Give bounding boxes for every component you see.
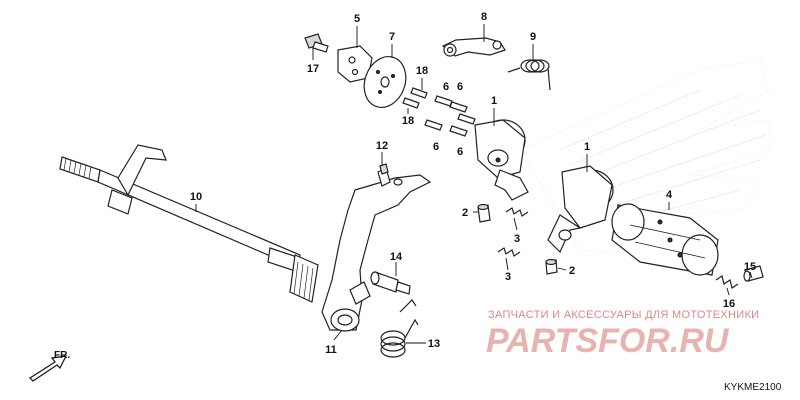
watermark-logo-text: PARTSFOR (486, 322, 670, 360)
callout-16: 16 (723, 298, 735, 310)
shift-drum (611, 203, 719, 276)
front-direction-label: FR. (54, 350, 70, 361)
callout-13: 13 (428, 338, 440, 350)
callout-8: 8 (481, 11, 487, 23)
watermark-logo: PARTSFOR.RU (486, 322, 730, 360)
callout-6c: 6 (433, 141, 439, 153)
callout-2b: 2 (569, 265, 575, 277)
guide-pin-upper (477, 203, 491, 223)
shift-fork-upper (474, 119, 529, 201)
callout-3b: 3 (505, 271, 511, 283)
watermark-logo-suffix: .RU (670, 322, 730, 360)
callout-1a: 1 (491, 95, 497, 107)
callout-18b: 18 (402, 115, 414, 127)
callout-17: 17 (307, 63, 319, 75)
return-spring (380, 299, 419, 358)
watermark: ЗАПЧАСТИ И АКСЕССУАРЫ ДЛЯ МОТОТЕХНИКИ PA… (486, 309, 759, 360)
callout-10: 10 (190, 191, 202, 203)
stopper-pin (377, 163, 391, 187)
callout-12: 12 (376, 140, 388, 152)
spring-16 (715, 275, 739, 289)
pins-6 (424, 95, 476, 137)
drum-plate (363, 56, 407, 108)
spring-3-upper (505, 207, 529, 217)
callout-15: 15 (744, 261, 756, 273)
pin-15 (743, 265, 764, 282)
callout-6a: 6 (443, 81, 449, 93)
bolt-17 (304, 33, 329, 53)
callout-14: 14 (390, 251, 403, 263)
shift-spindle (59, 144, 319, 303)
callout-2a: 2 (462, 207, 468, 219)
watermark-tagline: ЗАПЧАСТИ И АКСЕССУАРЫ ДЛЯ МОТОТЕХНИКИ (488, 309, 759, 321)
spring-3-lower (497, 247, 521, 257)
callout-4: 4 (666, 189, 673, 201)
stopper-arm (441, 37, 506, 57)
guide-pin-lower (545, 258, 558, 275)
callout-11: 11 (325, 344, 337, 356)
callout-5: 5 (354, 13, 360, 25)
leader-lines (195, 24, 753, 344)
pins-18 (402, 87, 428, 109)
callout-6b: 6 (457, 81, 463, 93)
callout-labels: 5 7 8 9 17 18 18 6 6 6 6 1 1 4 10 12 2 3… (190, 11, 756, 356)
stopper-spring (507, 59, 551, 91)
callout-3a: 3 (514, 233, 520, 245)
callout-18a: 18 (416, 65, 428, 77)
shift-arm (321, 174, 432, 332)
callout-9: 9 (530, 31, 536, 43)
callout-7: 7 (389, 31, 395, 43)
front-direction-arrow: FR. (29, 350, 70, 382)
callout-6d: 6 (457, 146, 463, 158)
diagram-code: KYKME2100 (724, 382, 782, 393)
shift-fork-lower (547, 165, 614, 254)
callout-1b: 1 (584, 141, 590, 153)
collar-pin (370, 271, 411, 295)
